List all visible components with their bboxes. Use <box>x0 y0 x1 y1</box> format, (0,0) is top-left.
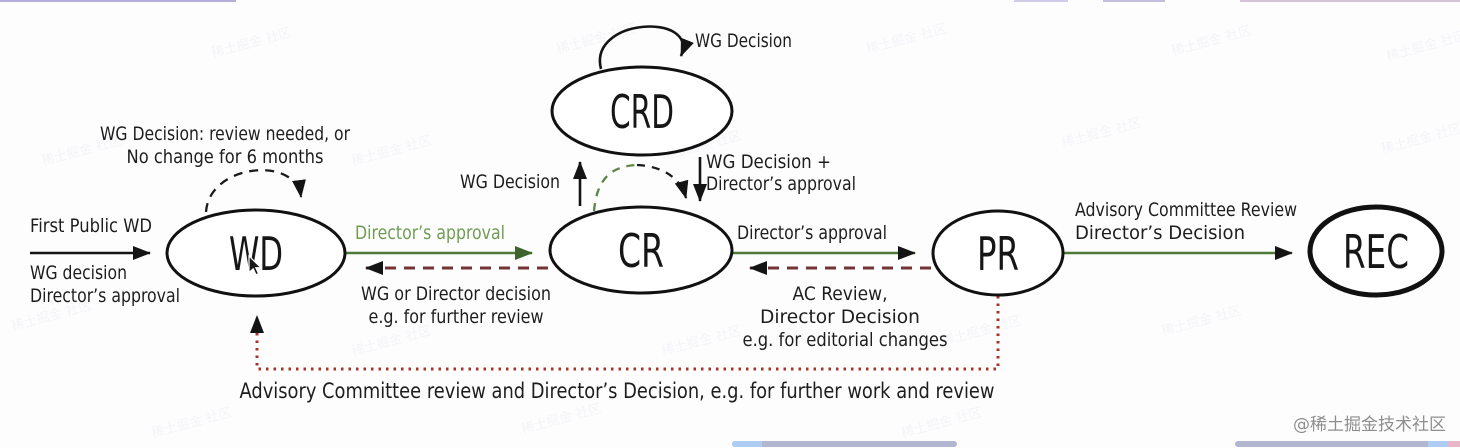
label-pr-to-cr-line2: Director Decision <box>760 306 920 328</box>
top-border-fragment <box>1103 0 1165 2</box>
node-pr-label: PR <box>977 227 1019 281</box>
cursor-icon <box>248 254 263 276</box>
node-rec-label: REC <box>1343 225 1409 279</box>
label-wd-loop-line2: No change for 6 months <box>127 146 324 168</box>
edge-crd-selfloop <box>598 25 694 70</box>
label-pr-to-cr-line3: e.g. for editorial changes <box>743 329 948 351</box>
bottom-bar-fragment <box>1235 441 1460 447</box>
node-cr-label: CR <box>618 224 664 278</box>
node-crd <box>550 65 734 157</box>
bottom-bar-highlight <box>1448 441 1460 447</box>
label-cr-to-crd: WG Decision <box>460 171 560 193</box>
node-rec <box>1307 204 1445 298</box>
edge-cr-selfloop-right <box>636 163 689 199</box>
top-border-fragment <box>1240 0 1460 2</box>
node-cr <box>548 205 734 295</box>
label-crd-to-cr-line2: Director’s approval <box>706 173 856 195</box>
watermark-badge: @稀土掘金技术社区 <box>1293 415 1446 435</box>
top-border-fragment <box>1014 0 1068 2</box>
label-cr-to-wd-line2: e.g. for further review <box>369 306 544 328</box>
label-cr-to-wd-line1: WG or Director decision <box>361 283 551 305</box>
edge-cr-selfloop-left <box>592 163 638 212</box>
label-first-sub1: WG decision <box>30 262 127 284</box>
label-crd-loop: WG Decision <box>695 30 792 52</box>
bottom-bar-fragment <box>732 441 957 447</box>
label-bottom-loop: Advisory Committee review and Director’s… <box>240 379 995 403</box>
bottom-bar-highlight <box>732 441 762 447</box>
node-pr <box>931 209 1065 297</box>
label-wd-to-cr: Director’s approval <box>355 222 505 244</box>
label-cr-to-pr: Director’s approval <box>737 222 887 244</box>
node-wd <box>165 208 347 298</box>
label-crd-to-cr-line1: WG Decision + <box>706 151 831 173</box>
bottom-bar-highlight <box>1428 441 1448 447</box>
label-pr-to-cr-line1: AC Review, <box>793 283 888 305</box>
node-crd-label: CRD <box>610 85 674 139</box>
edge-wd-selfloop <box>204 169 306 213</box>
label-first-public-wd: First Public WD <box>30 215 152 237</box>
label-pr-to-rec-line2: Director’s Decision <box>1075 222 1245 244</box>
edge-pr-to-wd-dotted <box>250 296 1000 371</box>
label-first-sub2: Director’s approval <box>30 285 180 307</box>
label-wd-loop-line1: WG Decision: review needed, or <box>100 123 350 145</box>
label-pr-to-rec-line1: Advisory Committee Review <box>1075 199 1297 221</box>
top-border-fragment <box>0 0 236 2</box>
